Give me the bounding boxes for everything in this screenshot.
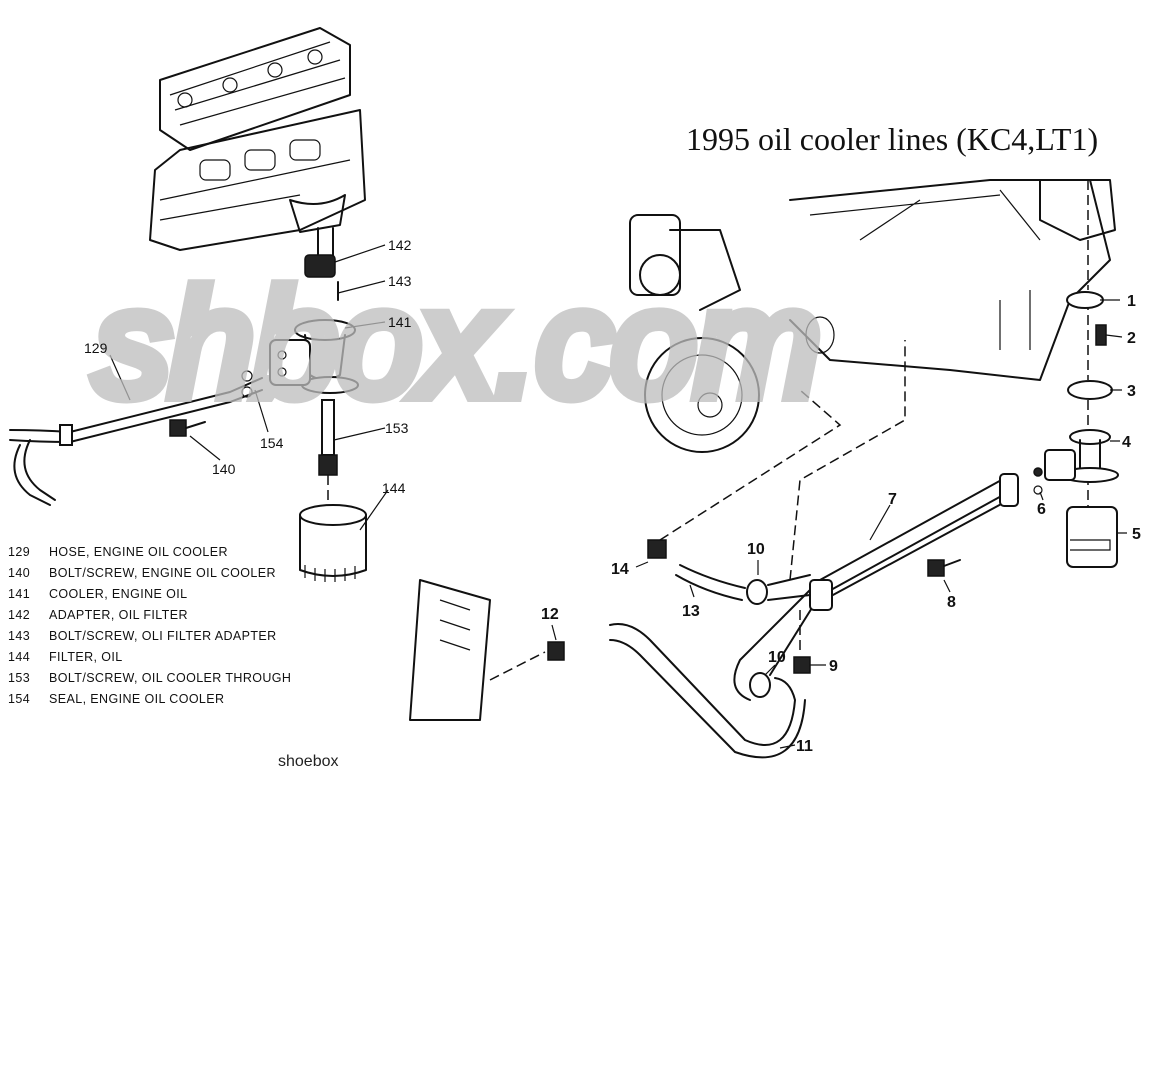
callout-143: 143 [388, 273, 412, 289]
oil-filter-adapter-142 [304, 254, 339, 301]
legend-num: 140 [8, 566, 30, 580]
cooler-lines-7 [733, 467, 1043, 701]
callout-10-lower: 10 [768, 649, 786, 666]
legend-num: 141 [8, 587, 30, 601]
legend-desc: BOLT/SCREW, ENGINE OIL COOLER [49, 566, 276, 580]
bolt-8 [927, 559, 961, 577]
callout-144: 144 [382, 480, 406, 496]
diagram-title: 1995 oil cooler lines (KC4,LT1) [686, 121, 1098, 157]
left-callouts: 142 143 141 129 154 140 153 144 [84, 237, 412, 496]
callout-142: 142 [388, 237, 412, 253]
legend-num: 154 [8, 692, 30, 706]
callout-154: 154 [260, 435, 284, 451]
parts-legend: 129 HOSE, ENGINE OIL COOLER 140 BOLT/SCR… [8, 545, 291, 706]
legend-num: 142 [8, 608, 30, 622]
legend-desc: ADAPTER, OIL FILTER [49, 608, 188, 622]
callout-11: 11 [796, 738, 813, 755]
hose-13 [647, 539, 811, 605]
callout-10-upper: 10 [747, 541, 765, 558]
legend-num: 143 [8, 629, 30, 643]
credit-text: shoebox [278, 753, 339, 770]
callout-140: 140 [212, 461, 236, 477]
callout-12: 12 [541, 606, 559, 623]
callout-8: 8 [947, 594, 956, 611]
callout-9: 9 [829, 658, 838, 675]
callout-14: 14 [611, 561, 629, 578]
oil-cooler-141 [269, 319, 359, 394]
legend-num: 129 [8, 545, 30, 559]
callout-2: 2 [1127, 330, 1136, 347]
callout-129: 129 [84, 340, 108, 356]
legend-desc: COOLER, ENGINE OIL [49, 587, 187, 601]
callout-153: 153 [385, 420, 409, 436]
callout-1: 1 [1127, 293, 1136, 310]
callout-13: 13 [682, 603, 700, 620]
right-callouts: 1 2 3 4 5 6 7 8 9 10 10 11 12 13 14 [541, 293, 1141, 755]
callout-7: 7 [888, 491, 897, 508]
legend-desc: SEAL, ENGINE OIL COOLER [49, 692, 224, 706]
right-filter-stack [1044, 180, 1119, 568]
callout-5: 5 [1132, 526, 1141, 543]
watermark: shbox.com [95, 259, 820, 427]
callout-4: 4 [1122, 434, 1131, 451]
callout-6: 6 [1037, 501, 1046, 518]
legend-desc: BOLT/SCREW, OIL COOLER THROUGH [49, 671, 291, 685]
legend-desc: FILTER, OIL [49, 650, 123, 664]
oil-filter-144 [299, 504, 367, 582]
legend-num: 144 [8, 650, 30, 664]
hose-129 [9, 370, 263, 506]
legend-desc: BOLT/SCREW, OLI FILTER ADAPTER [49, 629, 277, 643]
callout-3: 3 [1127, 383, 1136, 400]
legend-num: 153 [8, 671, 30, 685]
callout-141: 141 [388, 314, 412, 330]
legend-desc: HOSE, ENGINE OIL COOLER [49, 545, 228, 559]
bolt-140 [169, 419, 206, 437]
left-engine-illustration [149, 27, 366, 259]
hose-11 [409, 579, 811, 759]
through-bolt-153 [318, 399, 338, 505]
